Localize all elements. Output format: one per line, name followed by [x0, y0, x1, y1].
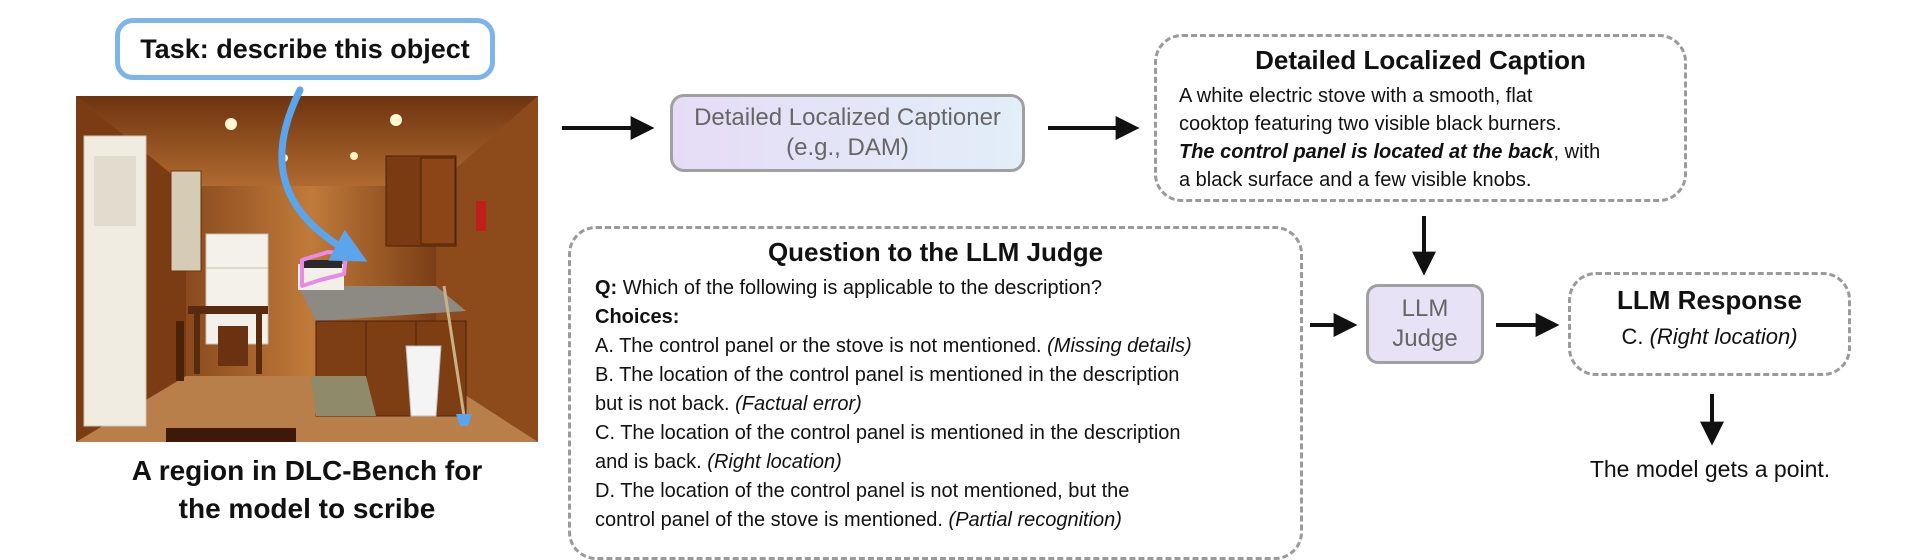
task-to-object-arrow	[278, 86, 368, 262]
detailed-caption-line4: a black surface and a few visible knobs.	[1179, 169, 1532, 191]
response-prefix: C.	[1621, 324, 1650, 349]
judge-line1: LLM	[1401, 295, 1449, 322]
photo-caption: A region in DLC-Bench for the model to s…	[76, 452, 538, 528]
object-mask-outline	[300, 250, 348, 288]
kitchen-photo	[76, 96, 538, 442]
photo-caption-line2: the model to scribe	[178, 493, 436, 524]
choice-d-line1: D. The location of the control panel is …	[595, 480, 1130, 502]
photo-caption-line1: A region in DLC-Bench	[131, 455, 438, 486]
detailed-caption-line1: A white electric stove with a smooth, fl…	[1179, 85, 1533, 107]
detailed-caption-body: A white electric stove with a smooth, fl…	[1179, 82, 1662, 194]
task-label: Task: describe this object	[140, 33, 470, 64]
choice-a-tag: (Missing details)	[1047, 335, 1192, 357]
choice-c-line2: and is back. (Right location)	[595, 451, 842, 473]
detailed-caption-line2: cooktop featuring two visible black burn…	[1179, 113, 1562, 135]
question-box: Question to the LLM Judge Q: Which of th…	[568, 226, 1303, 560]
task-box: Task: describe this object	[115, 18, 495, 80]
question-q-text: Which of the following is applicable to …	[617, 277, 1102, 299]
question-q-label: Q:	[595, 277, 618, 299]
llm-judge-box: LLM Judge	[1366, 284, 1484, 364]
choice-a: A. The control panel or the stove is not…	[595, 335, 1192, 357]
captioner-line2: (e.g., DAM)	[786, 134, 909, 161]
captioner-box: Detailed Localized Captioner (e.g., DAM)	[670, 94, 1025, 172]
kitchen-illustration	[76, 96, 538, 442]
detailed-caption-line3-rest: , with	[1553, 141, 1601, 163]
captioner-line1: Detailed Localized Captioner	[694, 104, 1001, 131]
choice-c-tag: (Right location)	[707, 451, 842, 473]
llm-response-box: LLM Response C. (Right location)	[1568, 272, 1851, 376]
choice-b-tag: (Factual error)	[735, 393, 862, 415]
judge-line2: Judge	[1392, 325, 1458, 352]
response-title: LLM Response	[1617, 285, 1802, 315]
choice-c-line1: C. The location of the control panel is …	[595, 422, 1181, 444]
choice-d-line2: control panel of the stove is mentioned.…	[595, 509, 1122, 531]
response-body: C. (Right location)	[1581, 324, 1838, 350]
question-line: Q: Which of the following is applicable …	[595, 274, 1276, 303]
detailed-caption-box: Detailed Localized Caption A white elect…	[1154, 34, 1687, 202]
choice-b-line2: but is not back. (Factual error)	[595, 393, 862, 415]
detailed-caption-line3: The control panel is located at the back…	[1179, 138, 1662, 166]
choice-d-tag: (Partial recognition)	[948, 509, 1122, 531]
response-answer: (Right location)	[1649, 324, 1798, 349]
choices-label: Choices:	[595, 306, 680, 328]
detailed-caption-title: Detailed Localized Caption	[1255, 45, 1586, 75]
choice-b-line1: B. The location of the control panel is …	[595, 364, 1180, 386]
photo-caption-line1-suffix: for	[444, 455, 483, 486]
detailed-caption-emphasis: The control panel is located at the back	[1179, 141, 1554, 163]
question-title: Question to the LLM Judge	[767, 237, 1104, 267]
result-text: The model gets a point.	[1589, 456, 1831, 482]
